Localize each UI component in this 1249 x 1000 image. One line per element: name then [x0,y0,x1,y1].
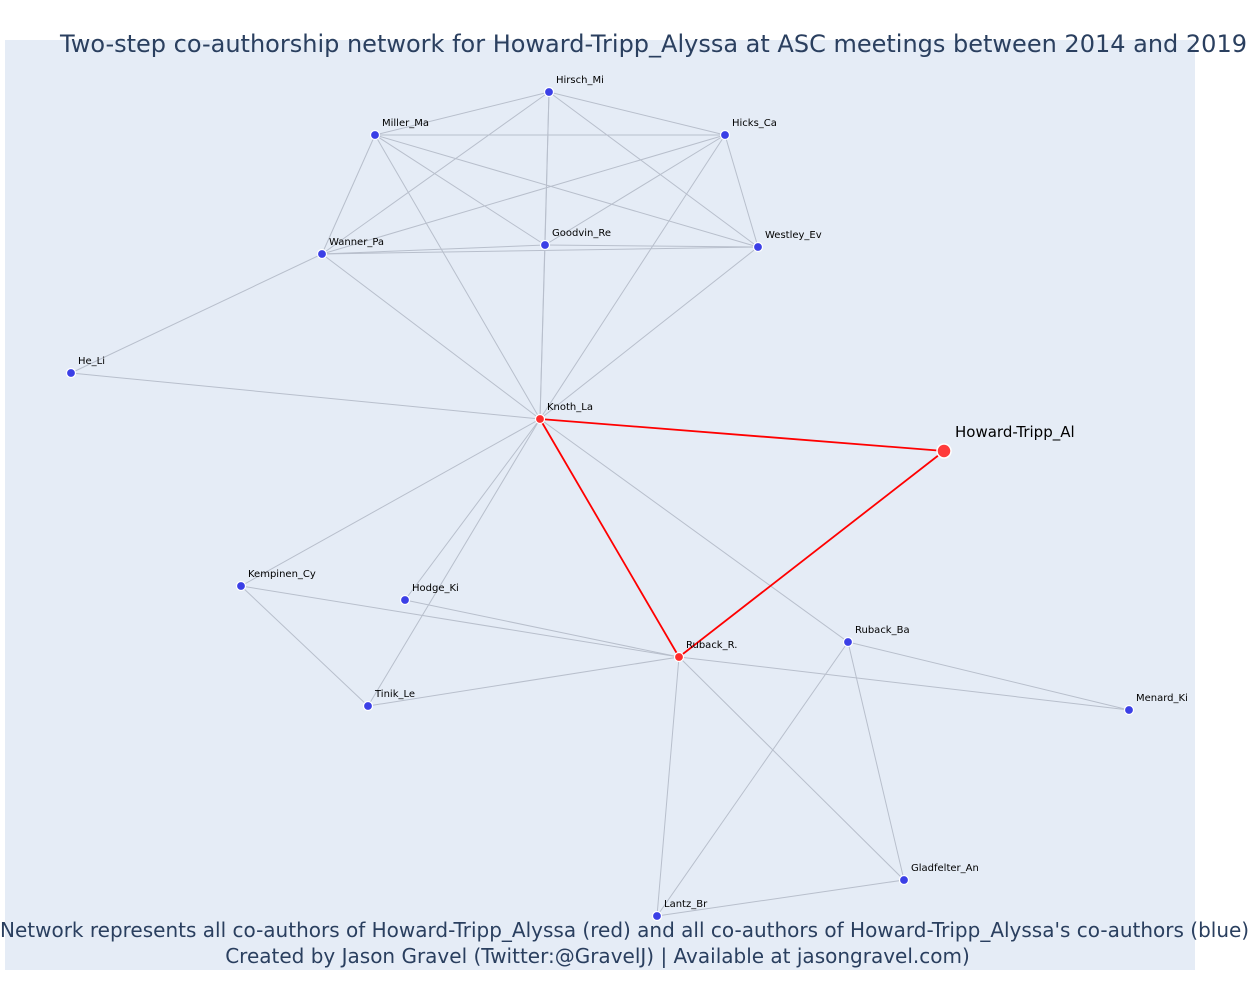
edge-kempinen-cy-tinik-le [240,585,369,707]
node-miller-ma[interactable] [369,129,381,141]
edge-hirsch-mi-westley-ev [548,91,759,248]
node-label-ruback-ba: Ruback_Ba [855,625,910,636]
node-he-li[interactable] [65,367,77,379]
node-gladfelter-an[interactable] [898,874,910,886]
node-label-lantz-br: Lantz_Br [664,899,708,910]
edge-ruback-r-gladfelter-an [678,656,905,881]
chart-title: Two-step co-authorship network for Howar… [60,30,1247,58]
edge-miller-ma-wanner-pa [321,134,376,255]
node-label-hirsch-mi: Hirsch_Mi [556,75,604,86]
node-wanner-pa[interactable] [316,248,328,260]
node-lantz-br[interactable] [651,910,663,922]
edge-knoth-la-howard-tripp-al [539,418,945,452]
node-tinik-le[interactable] [362,700,374,712]
node-ruback-ba[interactable] [842,636,854,648]
node-layer [65,86,1135,922]
edge-hicks-ca-wanner-pa [321,134,726,255]
edge-westley-ev-wanner-pa [321,246,759,255]
edge-kempinen-cy-ruback-r [240,585,680,658]
edge-hirsch-mi-miller-ma [374,91,550,136]
caption-line-2: Created by Jason Gravel (Twitter:@Gravel… [225,944,970,968]
node-label-knoth-la: Knoth_La [547,402,593,413]
node-label-miller-ma: Miller_Ma [382,118,429,129]
edge-knoth-la-hodge-ki [404,418,541,601]
edge-hicks-ca-knoth-la [539,134,726,420]
edge-ruback-ba-gladfelter-an [847,641,905,881]
edge-tinik-le-ruback-r [367,656,680,707]
edge-goodvin-re-knoth-la [539,244,546,420]
edge-knoth-la-tinik-le [367,418,541,707]
edge-ruback-r-menard-ki [678,656,1130,711]
edge-ruback-r-lantz-br [656,656,680,917]
edge-wanner-pa-he-li [70,253,323,374]
node-label-he-li: He_Li [78,356,105,367]
node-label-menard-ki: Menard_Ki [1136,693,1188,704]
node-label-ruback-r: Ruback_R. [686,640,737,651]
node-label-hodge-ki: Hodge_Ki [412,583,459,594]
node-label-wanner-pa: Wanner_Pa [329,237,384,248]
node-label-goodvin-re: Goodvin_Re [552,228,611,239]
node-westley-ev[interactable] [752,241,764,253]
edge-westley-ev-knoth-la [539,246,759,420]
plot-background [5,40,1195,970]
edge-goodvin-re-wanner-pa [321,244,546,255]
node-kempinen-cy[interactable] [235,580,247,592]
edge-knoth-la-kempinen-cy [240,418,541,587]
node-hirsch-mi[interactable] [543,86,555,98]
edge-ruback-r-howard-tripp-al [678,450,945,658]
node-menard-ki[interactable] [1123,704,1135,716]
node-hodge-ki[interactable] [399,594,411,606]
edge-ruback-ba-lantz-br [656,641,849,917]
edge-goodvin-re-westley-ev [544,244,759,248]
edge-layer [70,91,1130,917]
red-edge-layer [539,418,945,658]
node-hicks-ca[interactable] [719,129,731,141]
node-label-tinik-le: Tinik_Le [374,689,415,700]
edge-hirsch-mi-hicks-ca [548,91,726,136]
node-howard-tripp-al[interactable] [936,443,952,459]
caption: Network represents all co-authors of How… [0,917,1249,969]
node-goodvin-re[interactable] [539,239,551,251]
edge-miller-ma-goodvin-re [374,134,546,246]
node-label-hicks-ca: Hicks_Ca [732,118,777,129]
edge-miller-ma-knoth-la [374,134,541,420]
edge-hodge-ki-ruback-r [404,599,680,658]
edge-wanner-pa-knoth-la [321,253,541,420]
caption-line-1: Network represents all co-authors of How… [0,918,1249,942]
edge-miller-ma-westley-ev [374,134,759,248]
node-label-westley-ev: Westley_Ev [765,230,822,241]
edge-hicks-ca-goodvin-re [544,134,726,246]
edge-gladfelter-an-lantz-br [656,879,905,917]
node-label-howard-tripp-al: Howard-Tripp_Al [955,423,1075,442]
edge-he-li-knoth-la [70,372,541,420]
node-ruback-r[interactable] [673,651,685,663]
edge-ruback-ba-menard-ki [847,641,1130,711]
node-knoth-la[interactable] [534,413,546,425]
node-label-kempinen-cy: Kempinen_Cy [248,569,316,580]
edge-hicks-ca-westley-ev [724,134,759,248]
node-label-gladfelter-an: Gladfelter_An [911,863,979,874]
edge-knoth-la-ruback-r [539,418,680,658]
edge-hirsch-mi-wanner-pa [321,91,550,255]
edge-knoth-la-ruback-ba [539,418,849,643]
